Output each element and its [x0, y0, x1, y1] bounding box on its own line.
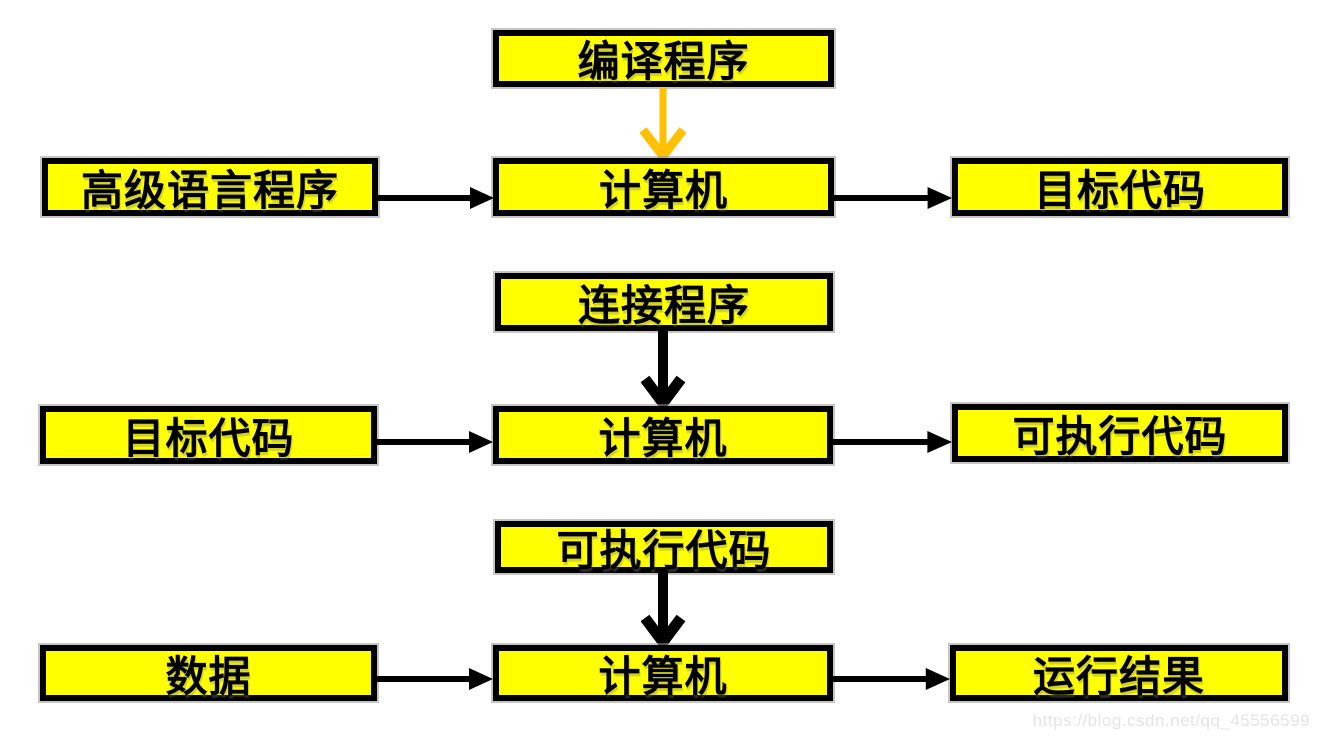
node-object-code-out: 目标代码 [952, 158, 1288, 216]
down-arrow-linker [640, 331, 686, 408]
node-computer-link: 计算机 [493, 406, 833, 464]
down-arrow-orange-compiler [639, 88, 687, 160]
node-high-level-language-program: 高级语言程序 [42, 158, 378, 216]
right-arrow-data-to-computer [377, 668, 493, 690]
node-object-code-in: 目标代码 [40, 406, 377, 464]
right-arrow-object-to-computer [377, 431, 493, 453]
right-arrow-computer-to-result [833, 668, 950, 690]
watermark: https://blog.csdn.net/qq_45556599 [1032, 711, 1310, 730]
node-run-result: 运行结果 [950, 645, 1288, 701]
node-executable-code-in: 可执行代码 [495, 521, 833, 574]
node-data: 数据 [40, 645, 377, 701]
right-arrow-computer-to-object [834, 187, 952, 209]
node-linker-program: 连接程序 [495, 273, 833, 331]
node-executable-code-out: 可执行代码 [952, 404, 1288, 462]
node-compiler-program: 编译程序 [493, 30, 834, 87]
node-computer-compile: 计算机 [493, 158, 834, 216]
node-computer-run: 计算机 [493, 645, 833, 701]
right-arrow-computer-to-executable [833, 431, 952, 453]
down-arrow-executable [640, 570, 686, 647]
right-arrow-source-to-computer [378, 187, 494, 209]
